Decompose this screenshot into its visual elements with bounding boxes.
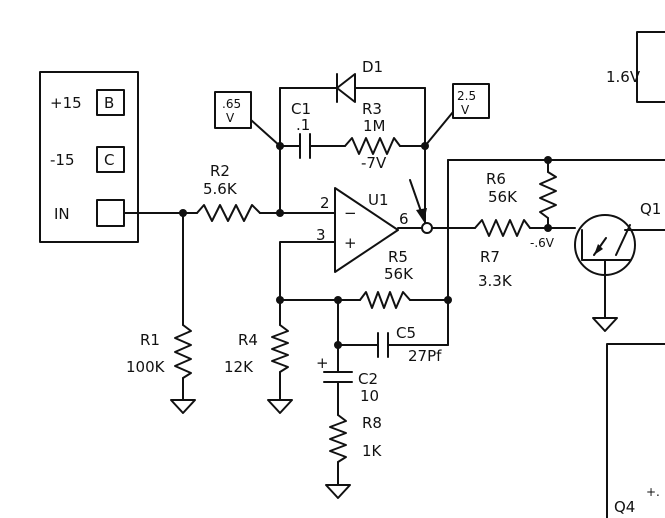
in-label: IN — [54, 205, 70, 223]
junction-r1 — [179, 209, 187, 217]
minus-sign: − — [344, 204, 357, 222]
power-connector-block: +15 B -15 C IN — [39, 71, 139, 243]
r1-symbol — [174, 324, 192, 379]
minus15-label: -15 — [50, 151, 75, 169]
r7-value: 3.3K — [478, 272, 513, 290]
resistors — [174, 137, 557, 463]
plus15-label: +15 — [50, 94, 82, 112]
r2-value: 5.6K — [203, 180, 238, 198]
tp-out-box — [452, 83, 490, 119]
r4-value: 12K — [224, 358, 254, 376]
pin-b-label: B — [104, 94, 114, 112]
c2-name: C2 — [358, 370, 378, 388]
c5-value: 27Pf — [408, 347, 442, 365]
diode-d1 — [336, 73, 356, 103]
wire-pin3 — [279, 241, 336, 301]
ground-r8 — [325, 484, 351, 499]
r6-name: R6 — [486, 170, 506, 188]
junction-r6-top — [544, 156, 552, 164]
tp-inv-leader — [250, 119, 281, 147]
opamp-triangle — [334, 187, 399, 273]
tp-out-leader — [424, 111, 454, 147]
tp-right-value: 1.6V — [606, 68, 641, 86]
junction-output — [421, 222, 433, 234]
q1-label: Q1 — [640, 200, 661, 218]
r4-symbol — [271, 324, 289, 373]
q4-voltage-note: +. — [646, 485, 660, 499]
r7-name: R7 — [480, 248, 500, 266]
r5-value: 56K — [384, 265, 414, 283]
r3-value: 1M — [363, 117, 386, 135]
tp-right-box — [636, 31, 665, 103]
d1-label: D1 — [362, 58, 383, 76]
r3-name: R3 — [362, 100, 382, 118]
pin-c-box — [96, 146, 125, 173]
r2-name: R2 — [210, 162, 230, 180]
r1-value: 100K — [126, 358, 166, 376]
pin2-label: 2 — [320, 194, 330, 212]
base-voltage-note: -.6V — [530, 236, 555, 250]
r6-value: 56K — [488, 188, 518, 206]
voltage-pointer-head — [416, 208, 427, 222]
junction-r5-right — [444, 296, 452, 304]
pin-in-box — [96, 199, 125, 227]
c2-symbol — [323, 371, 353, 383]
q4-block-outline — [606, 343, 665, 518]
junction-inv — [276, 209, 284, 217]
junction-c2-top — [334, 296, 342, 304]
r7-symbol — [474, 219, 531, 237]
u1-label: U1 — [368, 191, 389, 209]
q1-circle — [574, 214, 636, 276]
wires — [123, 87, 665, 486]
c2-plus: + — [316, 354, 329, 372]
pin3-label: 3 — [316, 226, 326, 244]
junction-c5 — [334, 341, 342, 349]
r6-symbol — [539, 171, 557, 219]
c5-name: C5 — [396, 324, 416, 342]
junction-base — [544, 224, 552, 232]
junction-r4 — [276, 296, 284, 304]
r1-name: R1 — [140, 331, 160, 349]
transistor-q1 — [574, 214, 636, 276]
c2-value: 10 — [360, 387, 379, 405]
q1-collector-line — [615, 224, 631, 256]
c1-name: C1 — [291, 100, 311, 118]
pin6-label: 6 — [399, 210, 409, 228]
component-labels: D1 C1 .1 R3 1M R2 5.6K -7V U1 2 3 6 − + … — [126, 58, 661, 516]
ground-r4 — [267, 399, 293, 414]
out-voltage-note: -7V — [361, 154, 387, 172]
q1-arrow — [594, 244, 603, 255]
r5-symbol — [359, 291, 411, 309]
c5-symbol — [377, 332, 389, 358]
d1-triangle — [336, 73, 356, 103]
connector-outline — [39, 71, 139, 243]
plus-sign: + — [344, 234, 357, 252]
r2-symbol — [196, 204, 261, 222]
r8-symbol — [329, 414, 347, 463]
r4-name: R4 — [238, 331, 258, 349]
pin-c-label: C — [104, 151, 114, 169]
ground-q1 — [592, 317, 618, 332]
c1-value: .1 — [296, 116, 310, 134]
capacitors — [299, 133, 389, 383]
ground-r1 — [170, 399, 196, 414]
r3-symbol — [344, 137, 401, 155]
r8-name: R8 — [362, 414, 382, 432]
grounds — [170, 317, 618, 499]
tp-inv-box — [214, 91, 252, 129]
opamp-u1 — [334, 187, 399, 273]
q4-label: Q4 — [614, 498, 635, 516]
c1-symbol — [299, 133, 311, 159]
r5-name: R5 — [388, 248, 408, 266]
pin-b-box — [96, 89, 125, 116]
r8-value: 1K — [362, 442, 383, 460]
